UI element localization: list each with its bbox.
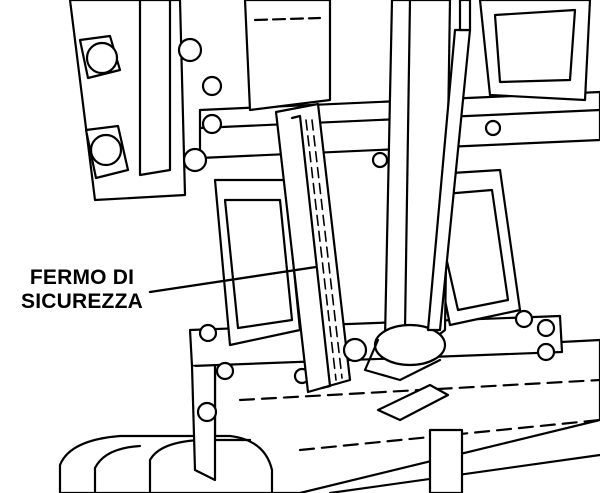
support-brackets bbox=[213, 168, 522, 347]
bolt-head bbox=[198, 323, 218, 343]
bolt-head bbox=[514, 309, 534, 329]
bolt-head bbox=[201, 75, 223, 97]
safety-stop-label: FERMO DI SICUREZZA bbox=[6, 266, 158, 314]
safety-stop-bar bbox=[274, 102, 368, 394]
wheel bbox=[58, 434, 274, 493]
hinge-linkage bbox=[68, 0, 223, 202]
bolt-head bbox=[177, 37, 203, 63]
hinge-pin bbox=[89, 133, 123, 167]
bolt-head bbox=[215, 361, 235, 381]
hinge-pin bbox=[85, 41, 119, 75]
bolt-head bbox=[536, 318, 556, 338]
bolt-head bbox=[371, 151, 389, 169]
lift-arm bbox=[243, 0, 592, 112]
pivot-pin bbox=[342, 337, 368, 363]
bolt-head bbox=[182, 147, 208, 173]
bolt-head bbox=[484, 119, 502, 137]
safety-stop-label-line2: SICUREZZA bbox=[21, 290, 143, 313]
linkage-rod bbox=[426, 0, 472, 332]
safety-stop-label-line1: FERMO DI bbox=[29, 266, 135, 289]
bolt-head bbox=[201, 113, 223, 135]
hanging-bracket bbox=[376, 383, 464, 493]
bolt-head bbox=[536, 342, 556, 362]
callout-leader-line bbox=[148, 265, 318, 294]
bolt-head bbox=[196, 401, 218, 423]
